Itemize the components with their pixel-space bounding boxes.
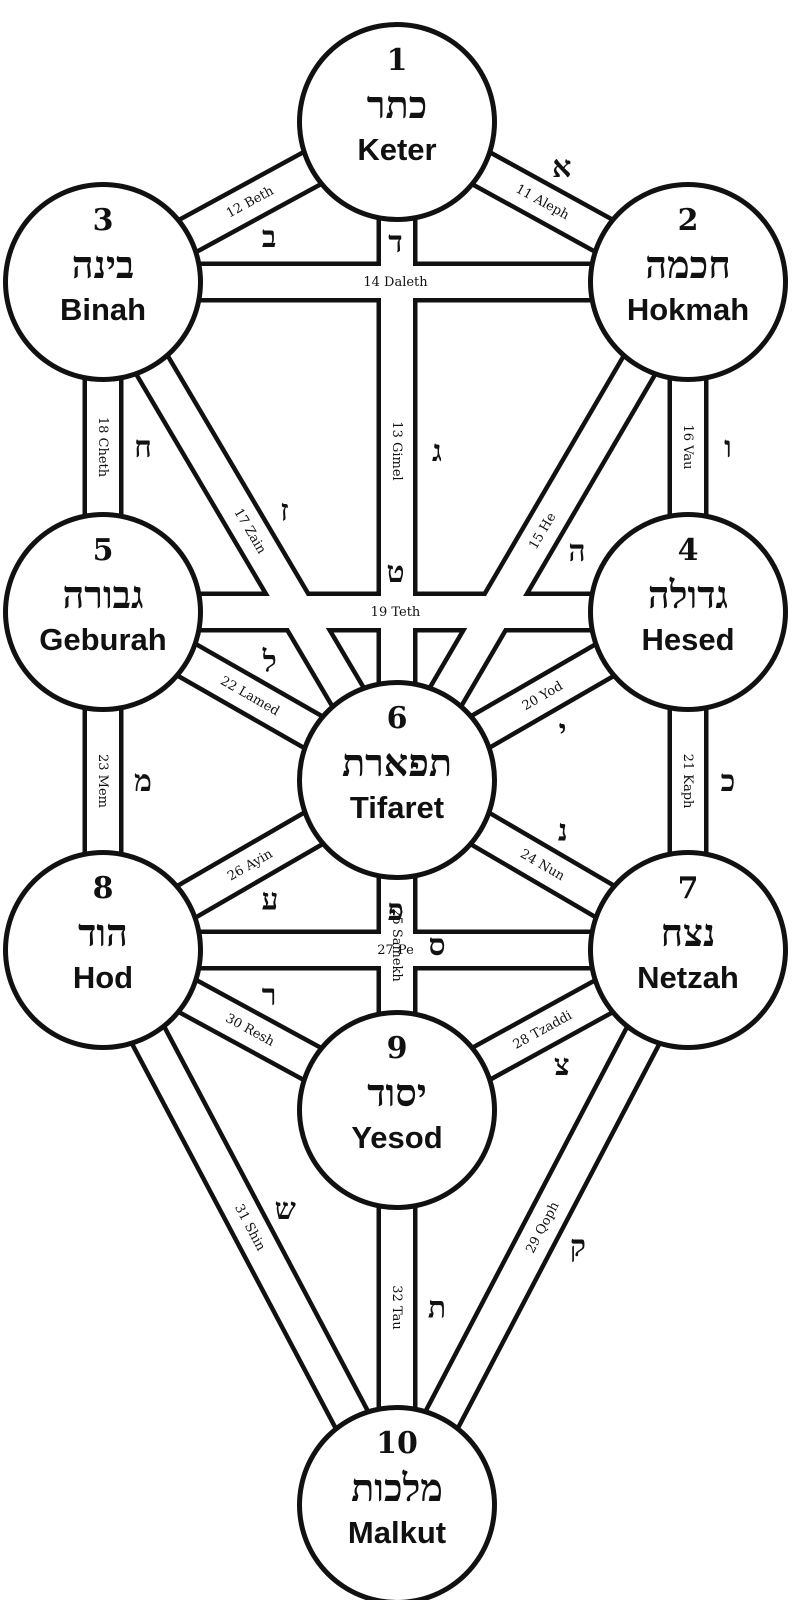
path-geburah-hod-letter: מ <box>134 764 152 799</box>
path-hod-yesod-letter: ר <box>262 978 277 1013</box>
sefira-hesed-name: Hesed <box>641 622 734 657</box>
sefira-malkut-name: Malkut <box>348 1515 446 1550</box>
sefira-yesod-hebrew: יסוד <box>367 1070 427 1115</box>
sefira-tifaret-number: 6 <box>387 701 408 736</box>
path-binah-tifaret-letter: ז <box>280 494 288 529</box>
sefira-yesod-circle <box>302 1015 492 1205</box>
path-tifaret-yesod-letter: ס <box>428 928 445 963</box>
sefira-hokmah-circle <box>593 187 783 377</box>
sefira-netzah-number: 7 <box>678 871 699 906</box>
sefira-geburah-hebrew: גבורה <box>62 572 143 617</box>
sefira-malkut-hebrew: מלכות <box>351 1465 443 1510</box>
path-hokmah-binah-letter: ד <box>388 225 402 260</box>
path-hesed-geburah-letter: ט <box>386 555 404 590</box>
path-keter-tifaret-letter: ג <box>432 434 442 469</box>
path-netzah-yesod-letter: צ <box>554 1048 570 1083</box>
path-yesod-malkut-letter: ת <box>428 1291 446 1326</box>
sefira-binah-circle <box>8 187 198 377</box>
sefira-hesed-hebrew: גדולה <box>648 572 728 617</box>
sefira-yesod-number: 9 <box>387 1031 408 1066</box>
path-hesed-tifaret-letter: י <box>559 714 567 749</box>
path-netzah-malkut <box>382 942 703 1513</box>
sefira-hokmah-name: Hokmah <box>627 292 749 327</box>
path-keter-binah-letter: ב <box>262 220 276 255</box>
sefira-binah-hebrew: בינה <box>72 242 135 287</box>
sefira-hesed-number: 4 <box>678 533 699 568</box>
sefira-geburah-circle <box>8 517 198 707</box>
sefira-hesed: 4 גדולה Hesed <box>588 512 788 712</box>
path-binah-geburah-letter: ח <box>134 430 152 465</box>
path-geburah-tifaret-letter: ל <box>262 644 277 679</box>
path-tifaret-netzah-letter: נ <box>558 814 568 849</box>
sefira-tifaret-name: Tifaret <box>350 790 444 825</box>
sefira-hod-name: Hod <box>73 960 133 995</box>
sefira-keter: 1 כתר Keter <box>297 22 497 222</box>
path-hesed-netzah-label: 21 Kaph <box>680 754 695 809</box>
sefira-hod-hebrew: הוד <box>78 910 128 955</box>
sefira-tifaret: 6 תפארת Tifaret <box>297 680 497 880</box>
sefira-yesod-name: Yesod <box>351 1120 442 1155</box>
sefira-netzah-hebrew: נצח <box>661 910 716 955</box>
path-hokmah-hesed-letter: ו <box>724 430 732 465</box>
sefira-netzah-circle <box>593 855 783 1045</box>
sefira-keter-hebrew: כתר <box>367 82 427 127</box>
path-keter-hokmah-letter: א <box>552 150 571 185</box>
sefira-binah-number: 3 <box>93 203 114 238</box>
sefira-geburah-name: Geburah <box>39 622 166 657</box>
path-tifaret-hod-letter: ע <box>262 883 279 918</box>
path-hokmah-hesed-label: 16 Vau <box>680 425 695 470</box>
sefira-netzah: 7 נצח Netzah <box>588 850 788 1050</box>
sefira-hokmah-hebrew: חכמה <box>645 242 730 287</box>
sefira-keter-name: Keter <box>357 132 436 167</box>
path-tifaret-yesod-label: 25 Samekh <box>389 908 404 982</box>
sefira-binah-name: Binah <box>60 292 146 327</box>
path-hod-malkut <box>88 942 412 1513</box>
path-hesed-netzah-letter: כ <box>721 764 736 799</box>
sefira-hokmah-number: 2 <box>678 203 699 238</box>
sefira-binah: 3 בינה Binah <box>3 182 203 382</box>
sefira-hokmah: 2 חכמה Hokmah <box>588 182 788 382</box>
path-keter-tifaret-label: 13 Gimel <box>389 421 404 480</box>
sefira-hod-number: 8 <box>93 871 114 906</box>
sefira-geburah: 5 גבורה Geburah <box>3 512 203 712</box>
path-hod-malkut-letter: ש <box>275 1192 296 1227</box>
sefira-hesed-circle <box>593 517 783 707</box>
sefira-yesod: 9 יסוד Yesod <box>297 1010 497 1210</box>
path-hokmah-binah-label: 14 Daleth <box>363 275 428 290</box>
sefira-tifaret-hebrew: תפארת <box>342 740 452 785</box>
sefira-malkut-circle <box>302 1410 492 1600</box>
sefira-keter-circle <box>302 27 492 217</box>
path-netzah-malkut-letter: ק <box>570 1229 586 1264</box>
sefira-geburah-number: 5 <box>93 533 114 568</box>
sefira-malkut-number: 10 <box>376 1426 418 1461</box>
sefira-keter-number: 1 <box>387 43 408 78</box>
path-binah-geburah-label: 18 Cheth <box>95 417 110 478</box>
sefira-tifaret-circle <box>302 685 492 875</box>
sefira-malkut: 10 מלכות Malkut <box>297 1405 497 1600</box>
sefira-hod: 8 הוד Hod <box>3 850 203 1050</box>
sefira-netzah-name: Netzah <box>637 960 739 995</box>
sefirot-nodes: 1כתרKeter2חכמהHokmah3בינהBinah4גדולהHese… <box>3 22 788 1600</box>
path-geburah-hod-label: 23 Mem <box>95 754 110 808</box>
path-hesed-geburah-label: 19 Teth <box>371 605 421 620</box>
path-yesod-malkut-label: 32 Tau <box>389 1285 404 1329</box>
path-netzah-hod-letter: פ <box>387 893 403 928</box>
path-netzah-hod-label: 27 Pe <box>377 943 414 958</box>
path-hokmah-tifaret-letter: ה <box>568 534 585 569</box>
sefira-hod-circle <box>8 855 198 1045</box>
